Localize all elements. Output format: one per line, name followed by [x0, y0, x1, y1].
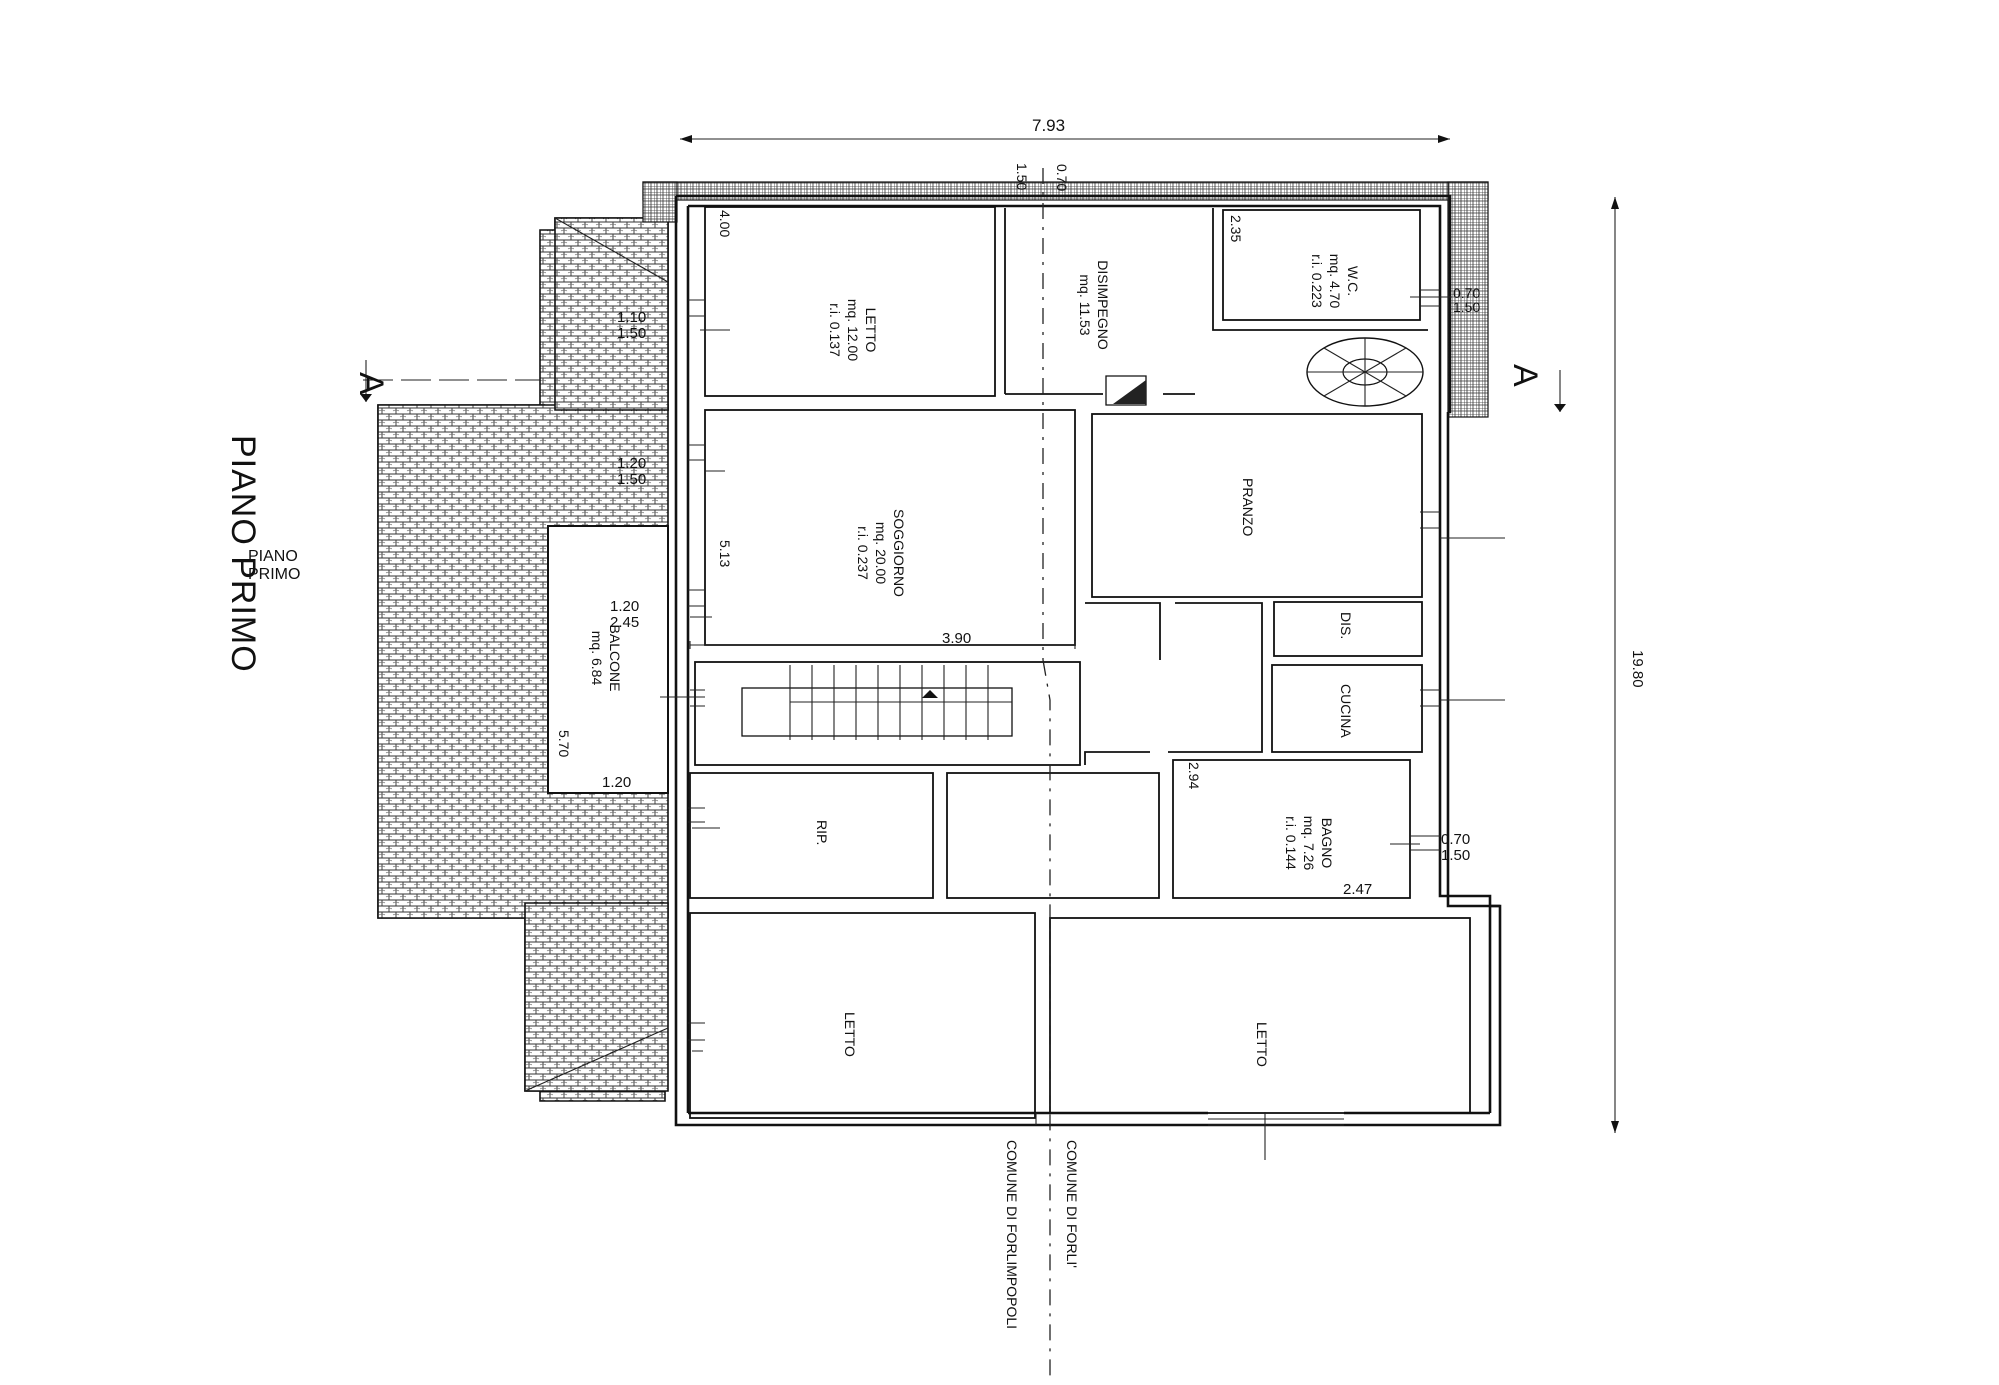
dis-walls	[1273, 601, 1423, 657]
cucina-walls	[1271, 664, 1423, 753]
window-marks	[660, 289, 1505, 1160]
corridor-walls	[946, 772, 1160, 899]
dim-wc-height: 2.35	[1228, 215, 1244, 243]
hatch-fill	[1113, 380, 1146, 404]
section-label-left: A	[352, 372, 390, 395]
room-disimpegno: DISIMPEGNO mq. 11.53	[1076, 245, 1112, 365]
room-wc: W.C. mq. 4.70 r.i. 0.223	[1308, 236, 1362, 326]
pranzo-walls	[1091, 413, 1423, 598]
dim-letto1-window-2: 1.50	[617, 325, 647, 342]
boundary-comune-forli: COMUNE DI FORLI'	[1064, 1140, 1080, 1268]
room-bagno-name: BAGNO	[1319, 817, 1335, 869]
room-balcone: BALCONE mq. 6.84	[588, 608, 624, 708]
dim-overall-width: 7.93	[1032, 116, 1066, 135]
room-rip: RIP.	[814, 820, 830, 846]
dim-top-window-1: 1.50	[1014, 163, 1030, 191]
room-balcone-name: BALCONE	[607, 624, 623, 692]
dim-balcone-window-1: 1.20	[610, 598, 640, 615]
room-letto1-ri: r.i. 0.137	[827, 303, 843, 357]
stair-treads	[789, 665, 1012, 740]
room-soggiorno-ri: r.i. 0.237	[855, 526, 871, 580]
section-label-right: A	[1506, 364, 1544, 387]
room-bagno-area: mq. 7.26	[1301, 815, 1317, 871]
room-bagno-ri: r.i. 0.144	[1283, 816, 1299, 870]
section-marker-right	[1554, 370, 1566, 412]
room-disimpegno-area: mq. 11.53	[1077, 274, 1093, 336]
room-letto1: LETTO mq. 12.00 r.i. 0.137	[826, 260, 880, 400]
letto2-walls	[689, 912, 1036, 1119]
room-letto1-area: mq. 12.00	[845, 298, 861, 362]
stair-core	[741, 687, 1013, 737]
dim-soggiorno-width: 3.90	[942, 630, 972, 647]
dim-bagno-height: 2.94	[1186, 762, 1202, 790]
room-wc-name: W.C.	[1345, 265, 1361, 297]
dim-soggiorno-height: 5.13	[717, 540, 733, 568]
dim-balcone-depth: 1.20	[602, 774, 632, 791]
room-letto3: LETTO	[1254, 1022, 1270, 1067]
staircase	[741, 665, 1013, 740]
dim-letto1-height: 4.00	[717, 210, 733, 238]
room-wc-area: mq. 4.70	[1327, 253, 1343, 309]
stair-arrow	[922, 690, 938, 698]
dim-balcone-window-2: 2.45	[610, 614, 640, 631]
room-dis: DIS.	[1338, 612, 1354, 640]
room-pranzo: PRANZO	[1240, 478, 1256, 537]
dim-soggiorno-window-2: 1.50	[617, 471, 647, 488]
terrace-right	[1447, 181, 1489, 418]
stair-walls	[694, 661, 1081, 766]
room-wc-ri: r.i. 0.223	[1309, 254, 1325, 308]
dim-wc-window-1: 0.70	[1453, 285, 1481, 301]
disimpegno-walls	[1004, 208, 1428, 395]
roof-hip-bottom	[524, 1027, 669, 1092]
rip-walls	[689, 772, 934, 899]
roof-tiles	[377, 217, 669, 1102]
room-soggiorno-name: SOGGIORNO	[891, 509, 907, 597]
dimension-lines	[680, 135, 1619, 1133]
roof-hip-top	[554, 217, 669, 283]
municipal-boundary-line	[1042, 168, 1051, 1378]
spiral-stair	[1105, 337, 1424, 407]
terrace-left	[642, 181, 678, 223]
page-title-text: PIANO PRIMO	[224, 435, 262, 673]
room-letto2: LETTO	[842, 1012, 858, 1057]
hatch-triangle	[1105, 375, 1147, 406]
dim-wc-window-2: 1.50	[1453, 299, 1481, 315]
dim-soggiorno-window-1: 1.20	[617, 455, 647, 472]
room-disimpegno-name: DISIMPEGNO	[1095, 260, 1111, 350]
balcone-area	[547, 525, 669, 794]
spiral-spokes	[1307, 338, 1423, 406]
boundary-comune-forlimpopoli: COMUNE DI FORLIMPOPOLI	[1004, 1140, 1020, 1330]
room-balcone-area: mq. 6.84	[589, 630, 605, 686]
dim-letto1-window-1: 1.10	[617, 309, 647, 326]
room-bagno: BAGNO mq. 7.26 r.i. 0.144	[1282, 798, 1336, 888]
hall-walls	[1084, 602, 1263, 765]
bagno-walls	[1172, 759, 1411, 899]
room-soggiorno: SOGGIORNO mq. 20.00 r.i. 0.237	[854, 488, 908, 618]
wc-walls	[1222, 209, 1421, 321]
section-marker-left	[360, 360, 540, 402]
room-soggiorno-area: mq. 20.00	[873, 521, 889, 585]
room-cucina: CUCINA	[1338, 684, 1354, 738]
dim-bagno-window-2: 1.50	[1441, 847, 1471, 864]
room-letto1-name: LETTO	[863, 307, 879, 353]
dim-top-window-2: 0.70	[1054, 164, 1070, 192]
dim-overall-length: 19.80	[1629, 650, 1646, 688]
dim-balcone-length: 5.70	[556, 730, 572, 758]
letto1-walls	[704, 206, 996, 397]
dim-bagno-width: 2.47	[1343, 881, 1373, 898]
room-walls	[689, 206, 1471, 1119]
dim-bagno-window-1: 0.70	[1441, 831, 1471, 848]
